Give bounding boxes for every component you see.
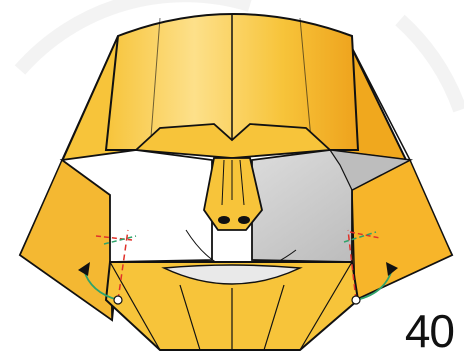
forehead-block [106, 14, 358, 150]
nose [204, 158, 262, 230]
step-number: 40 [405, 308, 454, 354]
jaw-and-mouth [106, 262, 358, 350]
